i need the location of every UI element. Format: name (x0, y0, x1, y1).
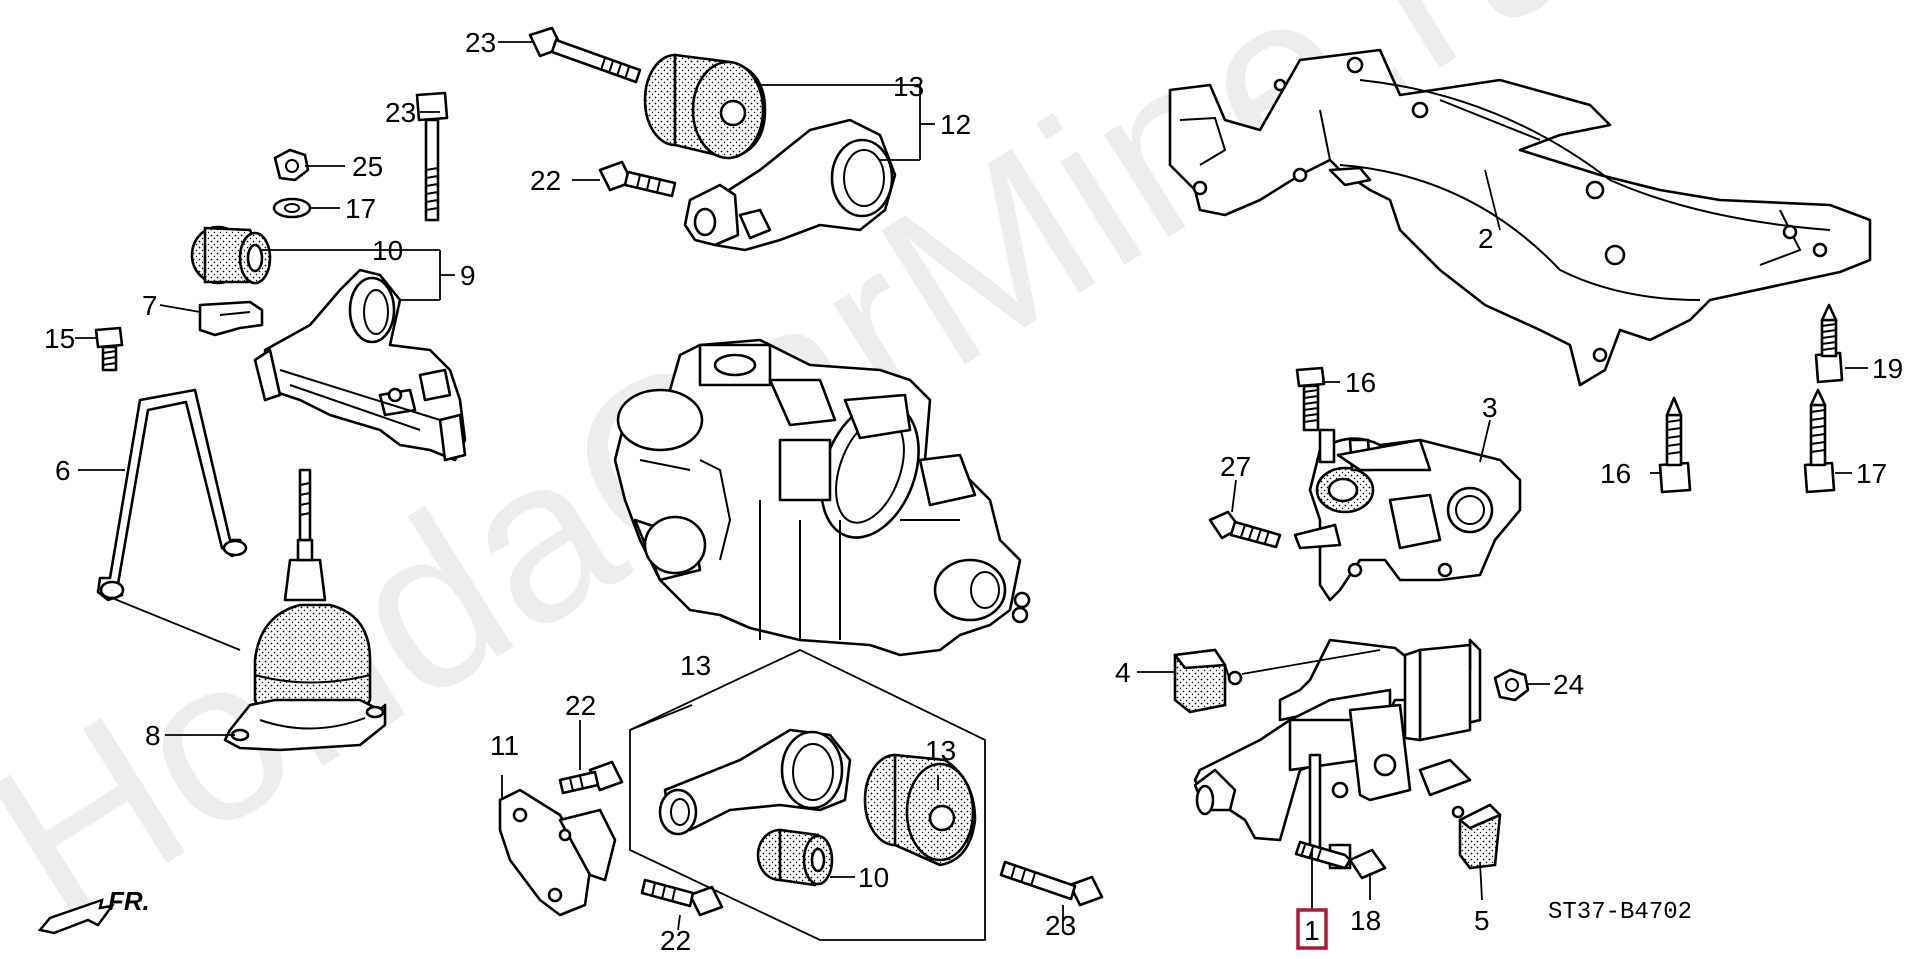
callout-13: 13 (925, 735, 956, 766)
callout-3: 3 (1482, 392, 1498, 423)
callout-18: 16 (1345, 367, 1376, 398)
callout-22: 22 (530, 165, 561, 196)
nut-part-25[interactable] (273, 148, 310, 182)
callout-23: 23 (1045, 910, 1076, 941)
callout-25: 25 (352, 151, 383, 182)
pad-part-5[interactable] (1451, 803, 1502, 870)
bushing-part-13-bottom[interactable] (863, 753, 977, 867)
callout-24: 24 (1553, 669, 1584, 700)
callout-labels: 23 13 12 23 25 17 10 9 7 15 6 8 22 13 11… (44, 27, 1903, 956)
subframe-part[interactable] (1168, 48, 1872, 387)
clip-part-7[interactable] (198, 300, 264, 337)
stud-bolt-part-23-left[interactable] (415, 91, 449, 222)
bushing-part-13-top[interactable] (643, 53, 767, 160)
front-arrow-icon (37, 898, 115, 935)
leader-lines (75, 41, 1868, 931)
callout-2: 2 (1478, 223, 1494, 254)
callout-16: 17 (1856, 458, 1887, 489)
callout-12: 12 (940, 109, 971, 140)
callout-5: 5 (1474, 905, 1490, 936)
bolt-part-26[interactable] (558, 760, 624, 795)
pad-part-4[interactable] (1173, 648, 1243, 714)
callout-23: 23 (465, 27, 496, 58)
stud-bolt-part-23-bottom[interactable] (999, 860, 1104, 907)
front-label: FR. (108, 886, 150, 916)
kit-outline-14 (629, 649, 986, 941)
engine-outline (613, 338, 1031, 657)
bolt-part-22-top[interactable] (598, 160, 677, 198)
upper-mount-part[interactable] (1293, 428, 1522, 602)
callout-10: 10 (858, 862, 889, 893)
bolt-part-17[interactable] (94, 326, 124, 372)
transmission-mount-bracket-part[interactable] (1193, 638, 1482, 870)
screw-part-15[interactable] (1658, 396, 1692, 494)
bolt-part-21[interactable] (1294, 840, 1387, 880)
callout-9: 9 (460, 260, 476, 291)
callout-19: 19 (1872, 353, 1903, 384)
callout-15: 16 (1600, 458, 1631, 489)
callout-10: 10 (372, 235, 403, 266)
callout-21: 18 (1350, 905, 1381, 936)
bolt-part-22-bottom[interactable] (640, 878, 724, 917)
front-direction-indicator: FR. (37, 886, 150, 935)
bolt-part-27[interactable] (1208, 510, 1282, 549)
flange-nut-part-24[interactable] (1493, 668, 1530, 702)
callout-11: 11 (490, 730, 519, 761)
torque-rod-part-14[interactable] (658, 728, 852, 836)
callout-23: 23 (385, 97, 416, 128)
stud-bolt-part-23-top[interactable] (528, 26, 642, 84)
washer-part-20[interactable] (272, 197, 312, 219)
bushing-part-10-top[interactable] (190, 225, 272, 285)
screw-part-19[interactable] (1814, 303, 1844, 384)
callout-13: 13 (893, 71, 924, 102)
callout-4: 4 (1115, 657, 1131, 688)
side-mount-part-9[interactable] (253, 268, 467, 462)
callout-22: 22 (660, 925, 691, 956)
highlight-box (1296, 908, 1328, 950)
callout-8: 8 (145, 720, 161, 751)
callout-14: 13 (680, 650, 711, 681)
torque-rod-part-12[interactable] (683, 118, 897, 252)
bracket-part-11[interactable] (498, 788, 617, 917)
engine-mount-part-8[interactable] (223, 468, 387, 752)
bolt-part-18[interactable] (1295, 366, 1326, 432)
callout-1-highlighted: 1 (1304, 915, 1320, 946)
callout-26: 22 (565, 690, 596, 721)
rod-part-6[interactable] (96, 388, 248, 602)
diagram-code: ST37-B4702 (1548, 899, 1692, 926)
callout-6: 6 (55, 455, 71, 486)
callout-7: 7 (142, 290, 158, 321)
screw-part-16[interactable] (1803, 388, 1836, 494)
bushing-part-10-bottom[interactable] (756, 828, 834, 887)
callout-17: 15 (44, 323, 75, 354)
callout-27: 27 (1220, 451, 1251, 482)
callout-20: 17 (345, 193, 376, 224)
